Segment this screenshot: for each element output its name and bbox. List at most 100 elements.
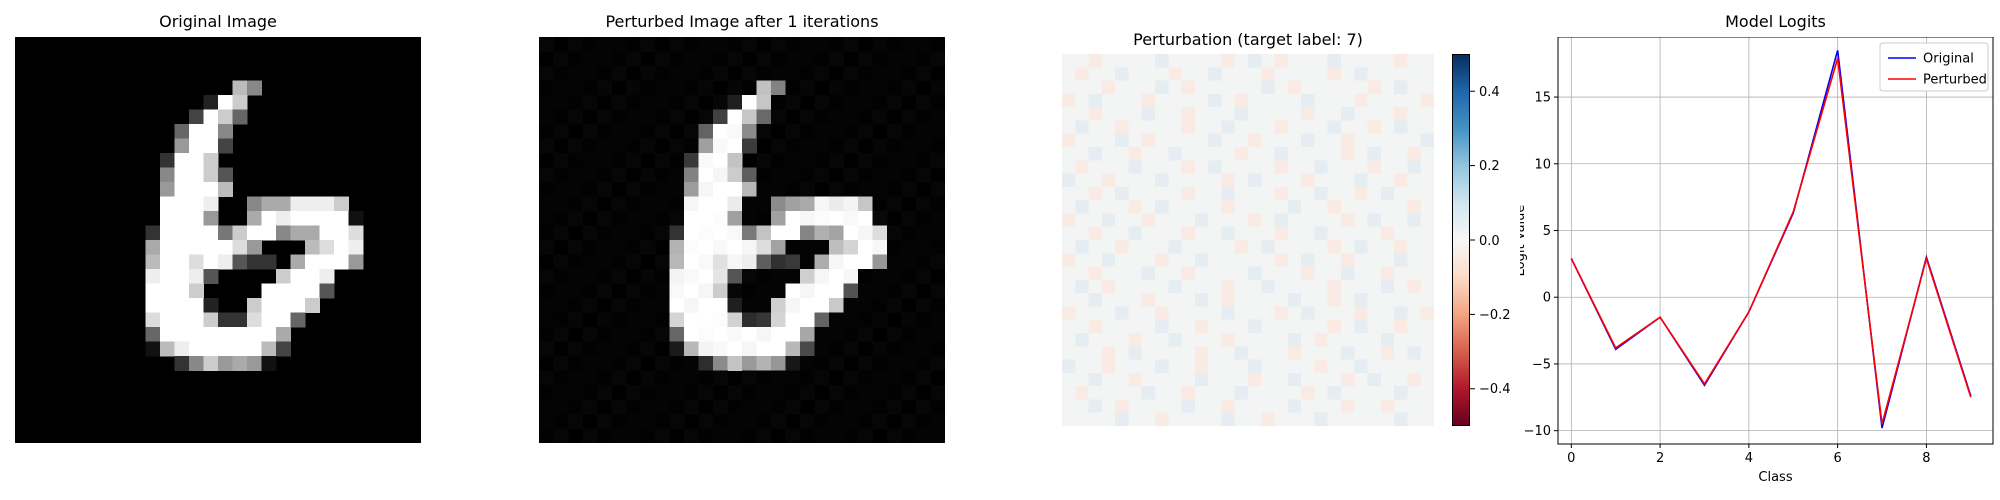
pixel [887, 283, 902, 299]
pixel [800, 51, 815, 67]
heatmap-cell [1407, 147, 1421, 161]
pixel [203, 109, 219, 125]
heatmap-cell [1420, 67, 1434, 81]
pixel [916, 240, 931, 255]
heatmap-cell [1341, 412, 1355, 426]
heatmap-cell [1062, 213, 1076, 227]
heatmap-cell [1221, 107, 1235, 121]
heatmap-cell [1287, 372, 1302, 387]
heatmap-cell [1141, 306, 1156, 320]
heatmap-cell [1128, 412, 1142, 426]
pixel [611, 66, 627, 81]
heatmap-cell [1062, 133, 1076, 148]
pixel [568, 240, 583, 255]
pixel [611, 298, 627, 313]
heatmap-cell [1248, 160, 1262, 174]
heatmap-cell [1221, 54, 1235, 68]
heatmap-cell [1234, 346, 1249, 360]
pixel [640, 240, 656, 255]
pixel [872, 80, 888, 96]
heatmap-cell [1248, 386, 1262, 400]
heatmap-cell [1274, 133, 1289, 148]
pixel [785, 283, 801, 299]
heatmap-cell [1155, 386, 1169, 400]
pixel [698, 109, 714, 125]
heatmap-cell [1234, 173, 1249, 188]
pixel [640, 138, 656, 154]
pixel [553, 399, 569, 415]
heatmap-cell [1101, 266, 1116, 281]
heatmap-cell [1301, 67, 1315, 81]
heatmap-cell [1248, 306, 1262, 320]
heatmap-cell [1075, 399, 1089, 413]
heatmap-cell [1075, 266, 1089, 281]
heatmap-cell [1168, 93, 1182, 108]
pixel [305, 298, 320, 313]
heatmap-cell [1088, 147, 1103, 161]
heatmap-cell [1420, 160, 1434, 174]
pixel [887, 240, 902, 255]
pixel [727, 37, 743, 52]
pixel [727, 225, 743, 241]
heatmap-cell [1394, 359, 1408, 374]
heatmap-cell [1221, 173, 1235, 188]
heatmap-cell [1115, 93, 1129, 108]
heatmap-cell [1075, 279, 1089, 294]
heatmap-cell [1301, 372, 1315, 387]
pixel [756, 356, 772, 371]
pixel [916, 298, 931, 313]
heatmap-cell [1354, 186, 1368, 201]
pixel [698, 51, 714, 67]
heatmap-cell [1115, 213, 1129, 227]
heatmap-cell [1407, 412, 1421, 426]
heatmap-cell [1301, 226, 1315, 241]
pixel [901, 240, 917, 255]
heatmap-cell [1367, 333, 1382, 347]
heatmap-cell [1301, 240, 1315, 254]
heatmap-cell [1354, 333, 1368, 347]
pixel [611, 399, 627, 415]
heatmap-cell [1354, 386, 1368, 400]
pixel [756, 385, 772, 400]
heatmap-cell [1274, 372, 1289, 387]
heatmap-cell [1274, 120, 1289, 134]
pixel [916, 414, 931, 429]
pixel [189, 283, 204, 299]
pixel [756, 428, 772, 443]
heatmap-cell [1062, 54, 1076, 68]
pixel [189, 211, 204, 226]
pixel [669, 80, 685, 96]
pixel [655, 66, 670, 81]
heatmap-cell [1128, 147, 1142, 161]
heatmap-cell [1261, 306, 1275, 320]
pixel [887, 370, 902, 386]
pixel [930, 254, 945, 270]
heatmap-cell [1327, 386, 1342, 400]
pixel [334, 254, 349, 270]
heatmap-cell [1380, 333, 1395, 347]
heatmap-cell [1287, 80, 1302, 95]
pixel [930, 399, 945, 415]
heatmap-cell [1261, 359, 1275, 374]
pixel [160, 182, 175, 197]
pixel [698, 283, 714, 299]
heatmap-cell [1380, 279, 1395, 294]
pixel [872, 66, 888, 81]
pixel [669, 225, 685, 241]
pixel [553, 80, 569, 96]
pixel [930, 312, 945, 328]
pixel [916, 95, 931, 110]
pixel [669, 269, 685, 284]
pixel [916, 153, 931, 168]
pixel [611, 356, 627, 371]
pixel [160, 269, 175, 284]
heatmap-cell [1354, 399, 1368, 413]
pixel [334, 211, 349, 226]
pixel [626, 95, 641, 110]
pixel [901, 385, 917, 400]
heatmap-cell [1367, 319, 1382, 334]
heatmap-cell [1194, 80, 1209, 95]
pixel [843, 428, 859, 443]
pixel [276, 312, 291, 328]
heatmap-cell [1420, 54, 1434, 68]
